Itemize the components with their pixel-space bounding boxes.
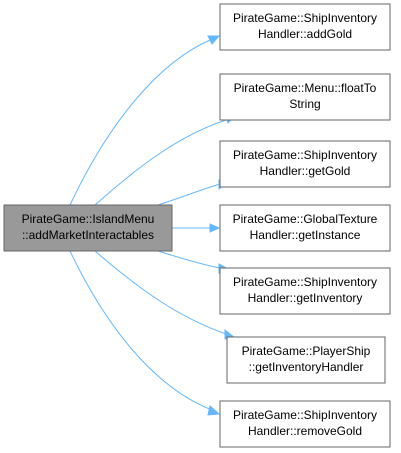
arrowhead-removeGold [207,405,221,416]
callee-node-getGold[interactable]: PirateGame::ShipInventory Handler::getGo… [219,140,391,188]
edge-to-getInventory [157,250,221,269]
root-node[interactable]: PirateGame::IslandMenu ::addMarketIntera… [3,204,173,252]
callee-node-box [219,267,391,315]
callee-node-label-line1: PirateGame::Menu::floatTo [234,81,377,95]
callee-node-label-line2: Handler::removeGold [248,424,362,438]
callee-node-getInventoryHandler[interactable]: PirateGame::PlayerShip ::getInventoryHan… [226,336,386,384]
edge-to-addGold [69,39,211,206]
callee-node-label-line1: PirateGame::PlayerShip [242,344,371,358]
callee-node-removeGold[interactable]: PirateGame::ShipInventory Handler::remov… [219,400,391,448]
callee-node-box [219,204,391,252]
edge-to-removeGold [69,250,213,411]
edge-to-getGold [157,183,221,206]
callee-node-getInstance[interactable]: PirateGame::GlobalTexture Handler::getIn… [219,204,391,252]
callee-node-box [219,140,391,188]
callee-node-floatToString[interactable]: PirateGame::Menu::floatTo String [219,73,391,121]
callee-node-label-line1: PirateGame::ShipInventory [233,148,377,162]
callee-node-box [219,73,391,121]
callee-node-label-line2: Handler::getInventory [248,291,363,305]
edge-to-floatToString [94,119,227,206]
root-node-label-line1: PirateGame::IslandMenu [22,212,155,226]
edge-to-getInventoryHandler [94,250,227,335]
callee-node-label-line2: Handler::addGold [258,27,352,41]
root-node-label-line2: ::addMarketInteractables [22,228,154,242]
callee-node-getInventory[interactable]: PirateGame::ShipInventory Handler::getIn… [219,267,391,315]
callee-node-box [226,336,386,384]
callee-node-addGold[interactable]: PirateGame::ShipInventory Handler::addGo… [219,3,391,51]
callee-node-label-line1: PirateGame::ShipInventory [233,275,377,289]
callee-node-label-line1: PirateGame::GlobalTexture [233,212,378,226]
callee-node-label-line1: PirateGame::ShipInventory [233,408,377,422]
callee-node-box [219,3,391,51]
callee-node-label-line2: Handler::getGold [260,164,351,178]
callee-node-label-line1: PirateGame::ShipInventory [233,11,377,25]
arrowhead-addGold [207,35,221,45]
callee-node-label-line2: Handler::getInstance [250,228,361,242]
callee-node-label-line2: ::getInventoryHandler [249,360,364,374]
root-node-box [3,204,173,252]
arrowhead-getInstance [209,223,221,233]
callee-node-label-line2: String [289,97,320,111]
callee-node-box [219,400,391,448]
